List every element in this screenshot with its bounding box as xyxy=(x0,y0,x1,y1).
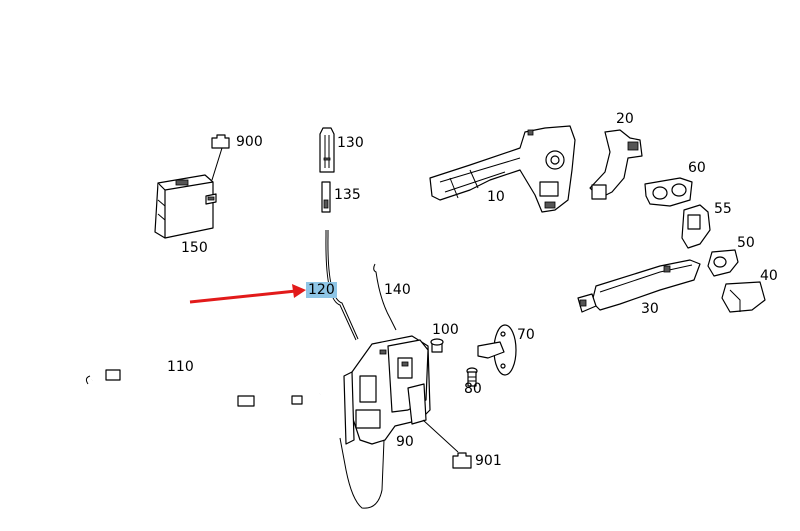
part-40-cap xyxy=(721,281,766,313)
part-symbol-900 xyxy=(211,134,230,181)
part-130-clip xyxy=(319,127,335,173)
callout-40: 40 xyxy=(760,268,778,284)
part-90-latch-assembly xyxy=(339,335,459,509)
callout-110: 110 xyxy=(167,359,194,375)
callout-10: 10 xyxy=(487,189,505,205)
callout-80: 80 xyxy=(464,381,482,397)
callout-60: 60 xyxy=(688,160,706,176)
callout-70: 70 xyxy=(517,327,535,343)
part-30-door-handle xyxy=(577,259,701,313)
callout-150: 150 xyxy=(181,240,208,256)
part-20-bracket xyxy=(589,129,643,200)
part-100-bolt xyxy=(430,338,444,353)
callout-90: 90 xyxy=(396,434,414,450)
callout-120-highlighted: 120 xyxy=(306,282,337,298)
part-55-bracket xyxy=(681,204,711,249)
callout-900: 900 xyxy=(236,134,263,150)
part-80-screw xyxy=(466,367,478,387)
part-110-cable xyxy=(85,346,321,407)
part-60-cover xyxy=(644,177,693,207)
callout-100: 100 xyxy=(432,322,459,338)
callout-135: 135 xyxy=(334,187,361,203)
callout-50: 50 xyxy=(737,235,755,251)
part-140-rod xyxy=(373,263,397,331)
callout-901: 901 xyxy=(475,453,502,469)
callout-140: 140 xyxy=(384,282,411,298)
part-50-cap xyxy=(707,249,739,277)
pointer-arrow xyxy=(189,284,306,304)
part-symbol-901 xyxy=(452,452,472,469)
callout-30: 30 xyxy=(641,301,659,317)
callout-130: 130 xyxy=(337,135,364,151)
part-150-control-module xyxy=(154,174,217,239)
part-135-clip xyxy=(321,181,331,213)
part-10-handle-carrier xyxy=(429,125,576,213)
part-70-striker xyxy=(477,324,517,376)
callout-55: 55 xyxy=(714,201,732,217)
callout-20: 20 xyxy=(616,111,634,127)
